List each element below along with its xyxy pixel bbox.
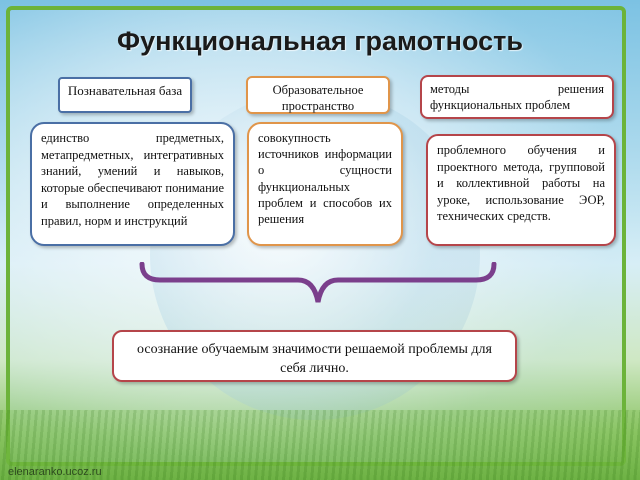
curly-bracket — [139, 262, 497, 303]
header-educational-space-text: Образовательное пространство — [272, 83, 364, 113]
body-methods: проблемного обучения и проектного метода… — [426, 134, 616, 246]
grass-background — [0, 410, 640, 480]
header-educational-space: Образовательное пространство — [246, 76, 390, 114]
slide-title: Функциональная грамотность — [117, 26, 523, 56]
body-methods-text: проблемного обучения и проектного метода… — [437, 143, 605, 223]
body-cognitive-base: единство предметных, метапредметных, инт… — [30, 122, 235, 246]
body-educational-space: совокупность источников информации о сущ… — [247, 122, 403, 246]
header-cognitive-base: Познавательная база — [58, 77, 192, 113]
body-cognitive-base-text: единство предметных, метапредметных, инт… — [41, 131, 224, 228]
body-educational-space-text: совокупность источников информации о сущ… — [258, 131, 392, 227]
conclusion-text: осознание обучаемым значимости решаемой … — [137, 342, 492, 376]
watermark: elenaranko.ucoz.ru — [8, 466, 102, 478]
header-methods: методы решения функциональных проблем — [420, 75, 614, 119]
conclusion-box: осознание обучаемым значимости решаемой … — [112, 330, 517, 382]
header-cognitive-base-text: Познавательная база — [67, 83, 183, 98]
header-methods-text: методы решения функциональных проблем — [430, 82, 604, 112]
